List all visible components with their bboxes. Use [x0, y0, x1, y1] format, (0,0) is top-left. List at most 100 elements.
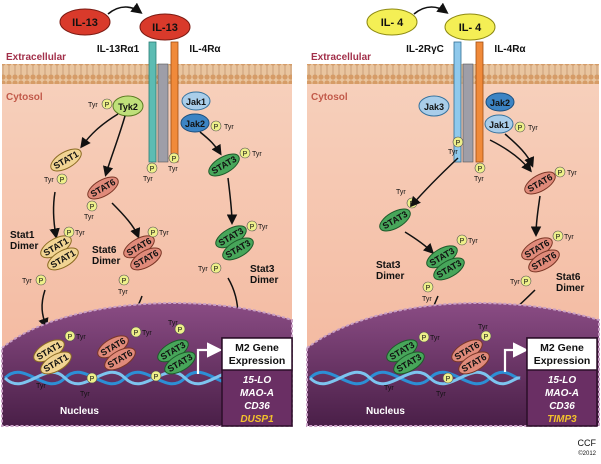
gene-cd36: CD36	[244, 401, 270, 412]
jak2-kinase	[485, 92, 515, 112]
nuclear-stat3-dimer: STAT3 STAT3 P Tyr Tyr	[384, 331, 440, 392]
svg-text:P: P	[151, 230, 156, 237]
svg-text:P: P	[518, 125, 523, 132]
svg-text:Tyr: Tyr	[224, 124, 234, 131]
svg-text:Tyr: Tyr	[468, 238, 478, 245]
svg-text:P: P	[122, 278, 127, 285]
svg-text:P: P	[456, 140, 461, 147]
gene-15lo: 15-LO	[243, 375, 272, 386]
svg-text:P: P	[90, 204, 95, 211]
gene-box-title-1: M2 Gene	[235, 342, 279, 354]
arrow-tyk2-stat1	[80, 113, 119, 149]
arrow-stat1-nucleus	[38, 289, 49, 329]
svg-text:P: P	[214, 124, 219, 131]
ptyr-receptor-1: P Tyr	[143, 162, 158, 183]
stat1-p: Tyr P	[44, 173, 68, 185]
stat6-dimer-label-1: Stat6	[92, 245, 117, 256]
right-panel: Extracellular Cytosol IL- 4 IL- 4 IL-2Rγ…	[306, 2, 600, 427]
stat6-dimer-label-2: Dimer	[556, 283, 584, 294]
ptyr-jak2: P Tyr	[210, 120, 234, 132]
jak2-kinase	[180, 113, 210, 133]
jak1-kinase	[484, 114, 514, 134]
nuclear-stat3-dimer: STAT3 STAT3 P Tyr	[157, 320, 196, 375]
ptyr-receptor-1: P Tyr	[448, 136, 464, 156]
ptyr-receptor-2: P Tyr	[168, 152, 180, 173]
nuclear-tyr-labels: Tyr P Tyr P	[36, 370, 162, 398]
membrane	[307, 64, 599, 84]
arrow-stat6-dimer	[111, 202, 141, 239]
svg-text:P: P	[90, 376, 95, 383]
svg-text:P: P	[60, 177, 65, 184]
svg-text:Tyr: Tyr	[159, 230, 169, 237]
svg-text:Tyr: Tyr	[44, 177, 54, 184]
gene-maoa: MAO-A	[240, 388, 274, 399]
stat1-dimer-label-2: Dimer	[10, 241, 38, 252]
svg-text:Tyr: Tyr	[252, 151, 262, 158]
nucleus	[306, 302, 600, 427]
svg-text:P: P	[524, 279, 529, 286]
gene-maoa: MAO-A	[545, 388, 579, 399]
arrow-tyk2-stat6	[103, 115, 126, 177]
stat3-dimer-label-2: Dimer	[376, 271, 404, 282]
gene-box-title-1: M2 Gene	[540, 342, 584, 354]
svg-text:P: P	[172, 156, 177, 163]
svg-text:Tyr: Tyr	[36, 383, 46, 390]
svg-text:Tyr: Tyr	[168, 166, 178, 173]
arrow-stat6-dimer	[530, 195, 542, 237]
il4ra-chain	[475, 41, 484, 163]
il13ra1-chain	[148, 41, 157, 163]
receptor-il13	[139, 13, 191, 41]
stat1-dimer: STAT1 STAT1 P Tyr P Tyr	[22, 226, 85, 286]
membrane	[2, 64, 292, 84]
il4-ligand-label: IL- 4	[381, 17, 404, 29]
svg-text:Tyr: Tyr	[528, 125, 538, 132]
binding-arrow	[413, 2, 449, 15]
svg-text:Tyr: Tyr	[567, 170, 577, 177]
svg-text:Tyr: Tyr	[510, 279, 520, 286]
stat3-p: P Tyr	[239, 147, 262, 159]
svg-text:P: P	[422, 335, 427, 342]
svg-text:Tyr: Tyr	[22, 278, 32, 285]
il13-ligand	[59, 8, 111, 36]
svg-text:Tyr: Tyr	[564, 234, 574, 241]
svg-text:P: P	[214, 266, 219, 273]
jak2-label: Jak2	[185, 119, 205, 129]
arrow-receptor-stat3	[410, 157, 459, 208]
stat3-dimer-label-1: Stat3	[250, 264, 275, 275]
gene-expression-header	[526, 337, 598, 371]
gene-15lo: 15-LO	[548, 375, 577, 386]
svg-text:Tyr: Tyr	[448, 149, 458, 156]
nucleus-label: Nucleus	[60, 406, 99, 417]
svg-text:Tyr: Tyr	[84, 214, 94, 221]
receptor-b-label: IL-4Rα	[189, 44, 221, 55]
svg-text:P: P	[426, 285, 431, 292]
ptyr-jak1: P Tyr	[514, 121, 538, 133]
svg-text:Tyr: Tyr	[198, 266, 208, 273]
tyk2-kinase	[112, 95, 144, 117]
jak3-kinase	[418, 95, 450, 117]
receptor-a-label: IL-2RγC	[406, 44, 444, 55]
svg-text:P: P	[105, 102, 110, 109]
svg-text:P: P	[484, 334, 489, 341]
stat3-dimer-label-2: Dimer	[250, 275, 278, 286]
credit-org: CCF	[578, 438, 597, 448]
svg-text:P: P	[460, 238, 465, 245]
stat1-dimer-label-1: Stat1	[10, 230, 35, 241]
receptor-il13-label: IL-13	[152, 22, 178, 34]
transmembrane-core	[157, 63, 169, 163]
arrow-jak2-stat3	[199, 131, 222, 156]
stat6-dimer-label-2: Dimer	[92, 256, 120, 267]
stat6-dimer: STAT6 STAT6 P Tyr P Tyr	[510, 230, 574, 287]
arrow-stat3-dimer	[404, 231, 435, 255]
svg-text:P: P	[178, 327, 183, 334]
svg-text:Tyr: Tyr	[75, 230, 85, 237]
left-panel: Extracellular Cytosol IL-13 IL-13 IL-13R…	[1, 2, 293, 427]
svg-text:P: P	[446, 376, 451, 383]
svg-text:P: P	[243, 151, 248, 158]
jak1-label: Jak1	[489, 120, 509, 130]
svg-text:Tyr: Tyr	[478, 324, 488, 331]
gene-box-title-2: Expression	[534, 355, 591, 367]
gene-box-title-2: Expression	[229, 355, 286, 367]
svg-text:Tyr: Tyr	[76, 334, 86, 341]
svg-text:Tyr: Tyr	[422, 296, 432, 303]
